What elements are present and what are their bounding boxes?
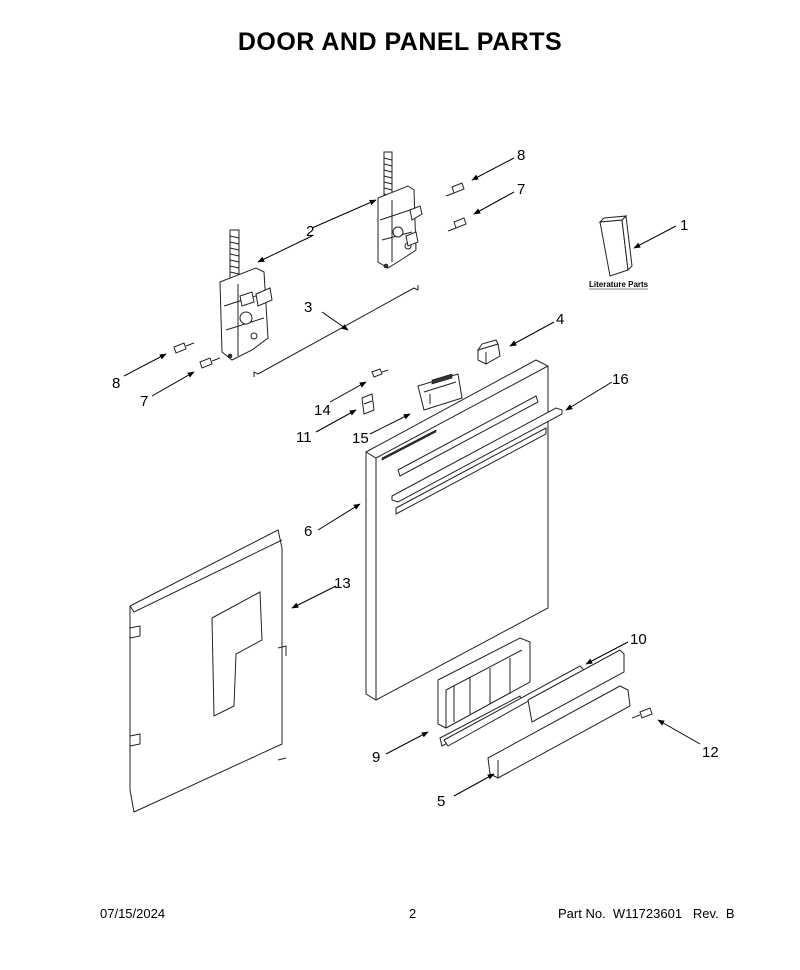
left-hinge-part <box>219 229 273 361</box>
callout-12: 12 <box>702 744 719 761</box>
literature-parts-label: Literature Parts <box>589 280 649 289</box>
callout-8-right: 8 <box>517 147 525 164</box>
hinge-screw-part <box>173 182 467 369</box>
right-hinge-part <box>377 151 423 269</box>
door-rod-part <box>253 285 419 377</box>
small-hardware-part <box>361 368 463 415</box>
handle-trim-part <box>391 407 563 503</box>
page-title: DOOR AND PANEL PARTS <box>237 28 563 56</box>
footer-page-number: 2 <box>409 906 417 921</box>
callout-labels: 1 2 3 4 5 6 7 7 8 8 9 10 11 12 13 14 15 … <box>112 147 719 810</box>
callout-16: 16 <box>612 371 629 388</box>
callout-7-left: 7 <box>140 393 148 410</box>
callout-13: 13 <box>334 575 351 592</box>
callout-7-right: 7 <box>517 181 525 198</box>
callout-8-left: 8 <box>112 375 120 392</box>
insulation-panel-part <box>129 529 287 813</box>
latch-clip-part <box>476 339 501 365</box>
callout-6: 6 <box>304 523 312 540</box>
callout-14: 14 <box>314 402 331 419</box>
callout-4: 4 <box>556 311 564 328</box>
callout-10: 10 <box>630 631 647 648</box>
callout-5: 5 <box>437 793 445 810</box>
callout-1: 1 <box>680 217 688 234</box>
callout-9: 9 <box>372 749 380 766</box>
callout-11: 11 <box>296 429 312 446</box>
callout-2: 2 <box>306 223 314 240</box>
callout-3: 3 <box>304 299 312 316</box>
callout-15: 15 <box>352 430 369 447</box>
footer-date: 07/15/2024 <box>100 906 166 921</box>
callout-arrows <box>123 157 701 797</box>
literature-pack-part: Literature Parts <box>589 214 649 290</box>
bottom-bracket-parts <box>437 637 653 779</box>
footer-part-number: Part No. W11723601 Rev. B <box>558 906 735 921</box>
